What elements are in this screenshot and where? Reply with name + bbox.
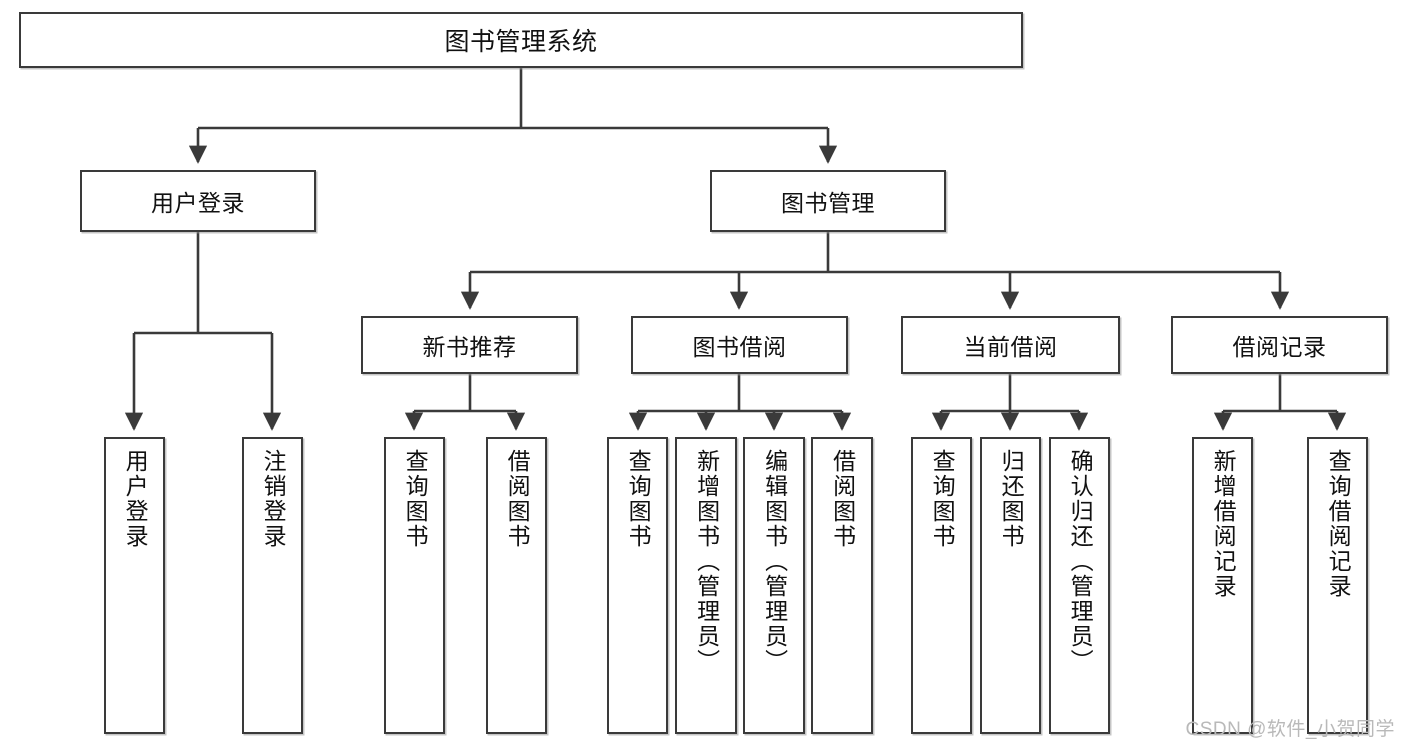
leaf-borrow-query-book[interactable]: 查询图书: [607, 437, 668, 734]
node-label: 归还图书: [998, 449, 1025, 549]
node-label: 确认归还（管理员）: [1067, 449, 1094, 674]
node-label: 当前借阅: [963, 334, 1058, 360]
node-label: 查询图书: [929, 449, 956, 549]
leaf-user-login-logout[interactable]: 注销登录: [242, 437, 303, 734]
node-root-system[interactable]: 图书管理系统: [19, 12, 1023, 68]
node-label: 图书借阅: [692, 334, 787, 360]
node-book-management[interactable]: 图书管理: [710, 170, 946, 232]
node-label: 借阅记录: [1232, 334, 1327, 360]
leaf-current-query-book[interactable]: 查询图书: [911, 437, 972, 734]
leaf-recommend-borrow-book[interactable]: 借阅图书: [486, 437, 547, 734]
leaf-record-query-record[interactable]: 查询借阅记录: [1307, 437, 1368, 734]
leaf-record-add-record[interactable]: 新增借阅记录: [1192, 437, 1253, 734]
node-label: 注销登录: [260, 449, 287, 549]
node-new-book-recommend[interactable]: 新书推荐: [361, 316, 578, 374]
node-label: 用户登录: [122, 449, 149, 549]
node-label: 用户登录: [151, 190, 245, 216]
node-user-login[interactable]: 用户登录: [80, 170, 316, 232]
leaf-borrow-edit-book-admin[interactable]: 编辑图书（管理员）: [743, 437, 805, 734]
node-label: 新增图书（管理员）: [693, 449, 720, 674]
node-label: 图书管理: [781, 190, 875, 216]
node-label: 查询借阅记录: [1325, 449, 1352, 599]
leaf-user-login-login[interactable]: 用户登录: [104, 437, 165, 734]
leaf-recommend-query-book[interactable]: 查询图书: [384, 437, 445, 734]
node-borrow-record[interactable]: 借阅记录: [1171, 316, 1388, 374]
node-label: 新书推荐: [422, 334, 517, 360]
leaf-current-return-book[interactable]: 归还图书: [980, 437, 1041, 734]
node-label: 新增借阅记录: [1210, 449, 1237, 599]
node-book-borrow[interactable]: 图书借阅: [631, 316, 848, 374]
node-label: 借阅图书: [829, 449, 856, 549]
leaf-borrow-borrow-book[interactable]: 借阅图书: [811, 437, 873, 734]
node-current-borrow[interactable]: 当前借阅: [901, 316, 1120, 374]
leaf-current-confirm-return-admin[interactable]: 确认归还（管理员）: [1049, 437, 1110, 734]
leaf-borrow-add-book-admin[interactable]: 新增图书（管理员）: [675, 437, 737, 734]
watermark: CSDN @软件_小贺同学: [1185, 719, 1395, 740]
node-label: 查询图书: [402, 449, 429, 549]
node-label: 图书管理系统: [444, 28, 598, 56]
node-label: 查询图书: [625, 449, 652, 549]
node-label: 借阅图书: [504, 449, 531, 549]
node-label: 编辑图书（管理员）: [761, 449, 788, 674]
